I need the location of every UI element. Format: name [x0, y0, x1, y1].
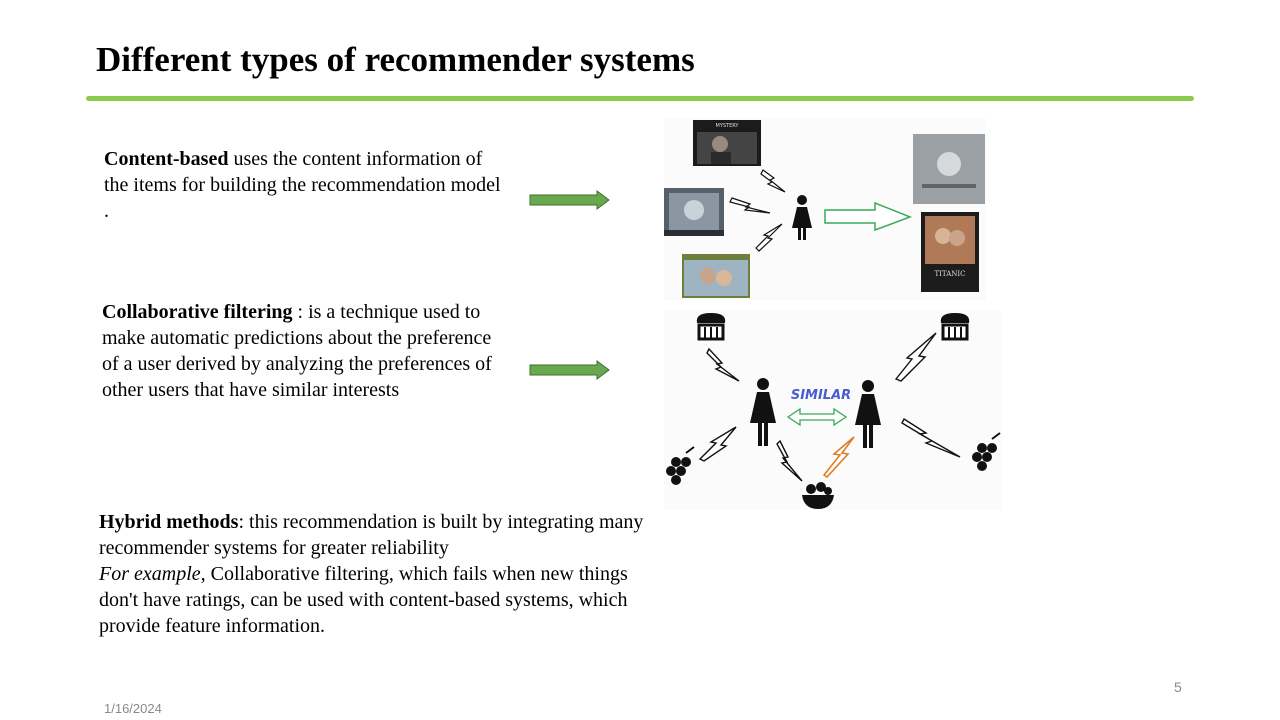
content-based-paragraph: Content-based uses the content informati… — [104, 146, 504, 224]
movie-poster-mystery: MYSTERY — [693, 120, 761, 166]
content-based-figure: MYSTERY — [664, 118, 986, 300]
movie-poster-titanic: TITANIC — [921, 212, 979, 292]
collaborative-filtering-term: Collaborative filtering — [102, 301, 293, 323]
example-label: For example, — [99, 563, 206, 585]
grapes-icon — [972, 432, 1001, 471]
similar-label: SIMILAR — [791, 388, 851, 403]
double-arrow-icon — [786, 407, 848, 427]
recommend-arrow-icon — [824, 201, 913, 232]
cupcake-icon — [940, 313, 970, 341]
lightning-icon — [822, 436, 855, 479]
person-icon — [792, 195, 812, 240]
lightning-icon — [729, 169, 786, 252]
collaborative-filtering-text: : is a technique used to make automatic … — [102, 301, 492, 401]
svg-text:MYSTERY: MYSTERY — [716, 123, 740, 129]
movie-poster-couple — [682, 254, 750, 298]
slide-date: 1/16/2024 — [104, 701, 162, 716]
example-text: Collaborative filtering, which fails whe… — [99, 563, 628, 637]
content-based-text: uses the content information of the item… — [104, 148, 501, 222]
svg-text:TITANIC: TITANIC — [934, 270, 965, 278]
movie-poster-interstellar — [913, 134, 985, 204]
lightning-icon — [698, 332, 961, 482]
right-arrow-icon — [529, 360, 610, 380]
hybrid-methods-term: Hybrid methods — [99, 511, 239, 533]
grapes-icon — [666, 446, 695, 485]
collaborative-filtering-paragraph: Collaborative filtering : is a technique… — [102, 299, 512, 403]
movie-poster-robot — [664, 188, 724, 236]
cupcake-icon — [696, 313, 726, 341]
collaborative-filtering-figure: SIMILAR — [664, 311, 1001, 510]
right-arrow-icon — [529, 190, 610, 210]
hybrid-methods-text: : this recommendation is built by integr… — [99, 511, 644, 559]
page-number: 5 — [1174, 679, 1182, 695]
person-icon — [855, 380, 881, 448]
fruit-bowl-icon — [802, 482, 834, 509]
content-based-term: Content-based — [104, 148, 229, 170]
title-underline — [86, 96, 1194, 101]
hybrid-methods-paragraph: Hybrid methods: this recommendation is b… — [99, 509, 659, 639]
person-icon — [750, 378, 776, 446]
slide-title: Different types of recommender systems — [96, 40, 695, 79]
